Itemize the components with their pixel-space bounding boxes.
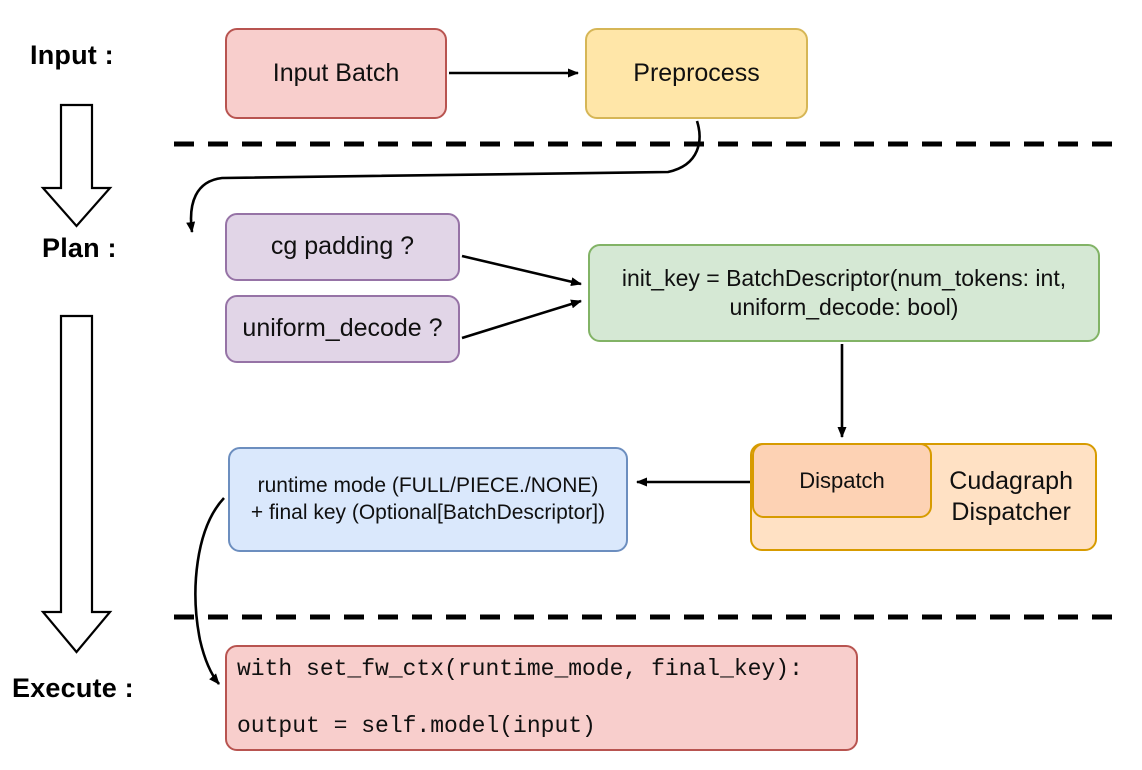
node-input-batch[interactable]: Input Batch (225, 28, 447, 119)
edge-runtime-mode-to-code-block (194, 497, 225, 685)
stage-label-execute: Execute : (12, 673, 134, 703)
code-line-1: with set_fw_ctx(runtime_mode, final_key)… (237, 655, 803, 682)
plan-to-execute-block-arrow (40, 314, 113, 654)
edge-uniform-decode-to-init-key (461, 299, 582, 340)
node-runtime-mode-final-key[interactable]: runtime mode (FULL/PIECE./NONE) + final … (228, 447, 628, 552)
edge-cg-padding-to-init-key (461, 254, 582, 287)
node-preprocess[interactable]: Preprocess (585, 28, 808, 119)
stage-label-input: Input : (30, 40, 114, 70)
node-dispatch[interactable]: Dispatch (752, 443, 932, 518)
node-cg-padding[interactable]: cg padding ? (225, 213, 460, 281)
node-uniform-decode[interactable]: uniform_decode ? (225, 295, 460, 363)
input-to-plan-block-arrow (40, 103, 113, 228)
code-line-2: output = self.model(input) (237, 713, 596, 740)
node-code-block[interactable]: with set_fw_ctx(runtime_mode, final_key)… (225, 645, 858, 751)
node-init-key-batchdescriptor[interactable]: init_key = BatchDescriptor(num_tokens: i… (588, 244, 1100, 342)
stage-label-plan: Plan : (42, 233, 117, 263)
